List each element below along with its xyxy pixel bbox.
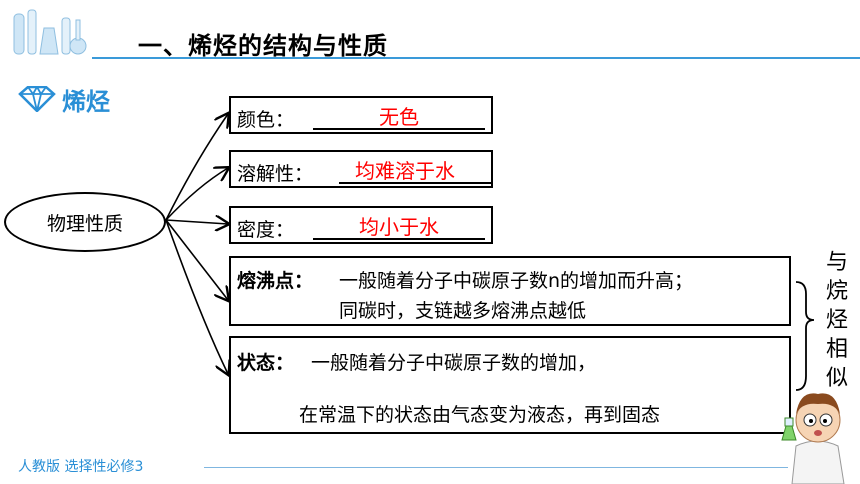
root-label: 物理性质 [46, 212, 123, 235]
melting-line-1: 一般随着分子中碳原子数n的增加而升高； [339, 270, 694, 292]
diamond-icon [18, 86, 56, 112]
color-label: 颜色： [237, 109, 295, 131]
density-blank [313, 238, 485, 240]
section-label: 烯烃 [62, 87, 110, 116]
solubility-box: 溶解性： 均难溶于水 [229, 150, 493, 188]
footer-edition: 人教版 选择性必修3 [18, 459, 144, 475]
footer-divider [204, 467, 788, 468]
section-heading: 烯烃 [18, 82, 110, 116]
arrow-to-color [165, 114, 228, 221]
physical-properties-node: 物理性质 [4, 192, 166, 252]
state-label: 状态： [237, 352, 295, 374]
density-box: 密度： 均小于水 [229, 206, 493, 244]
melting-label: 熔沸点： [237, 270, 314, 292]
solubility-answer: 均难溶于水 [355, 159, 455, 183]
arrow-to-solubility [165, 168, 228, 221]
state-box: 状态： 一般随着分子中碳原子数的增加， 在常温下的状态由气态变为液态，再到固态 [229, 336, 791, 434]
page-title: 一、烯烃的结构与性质 [138, 32, 388, 60]
color-answer: 无色 [379, 105, 419, 129]
similar-char: 烃 [825, 308, 848, 333]
state-line-2: 在常温下的状态由气态变为液态，再到固态 [299, 404, 661, 426]
similar-char: 似 [825, 366, 848, 391]
density-answer: 均小于水 [359, 215, 439, 239]
color-box: 颜色： 无色 [229, 96, 493, 134]
melting-line-2: 同碳时，支链越多熔沸点越低 [339, 300, 587, 322]
header-divider [92, 57, 860, 59]
similar-char: 相 [825, 337, 848, 362]
right-brace [795, 281, 815, 391]
density-label: 密度： [237, 219, 295, 241]
similar-char: 烷 [825, 279, 848, 304]
lab-glassware-icon [13, 9, 87, 55]
solubility-blank [339, 182, 491, 184]
scientist-cartoon-icon [781, 393, 845, 484]
arrow-to-melting [165, 219, 228, 300]
arrow-to-density [165, 220, 228, 224]
melting-point-box: 熔沸点： 一般随着分子中碳原子数n的增加而升高； 同碳时，支链越多熔沸点越低 [229, 256, 791, 326]
similar-to-alkanes-note: 与 烷 烃 相 似 [822, 248, 852, 393]
solubility-label: 溶解性： [237, 163, 314, 185]
similar-char: 与 [825, 250, 848, 275]
state-line-1: 一般随着分子中碳原子数的增加， [311, 352, 597, 374]
arrow-to-state [165, 219, 228, 374]
color-blank [313, 128, 485, 130]
